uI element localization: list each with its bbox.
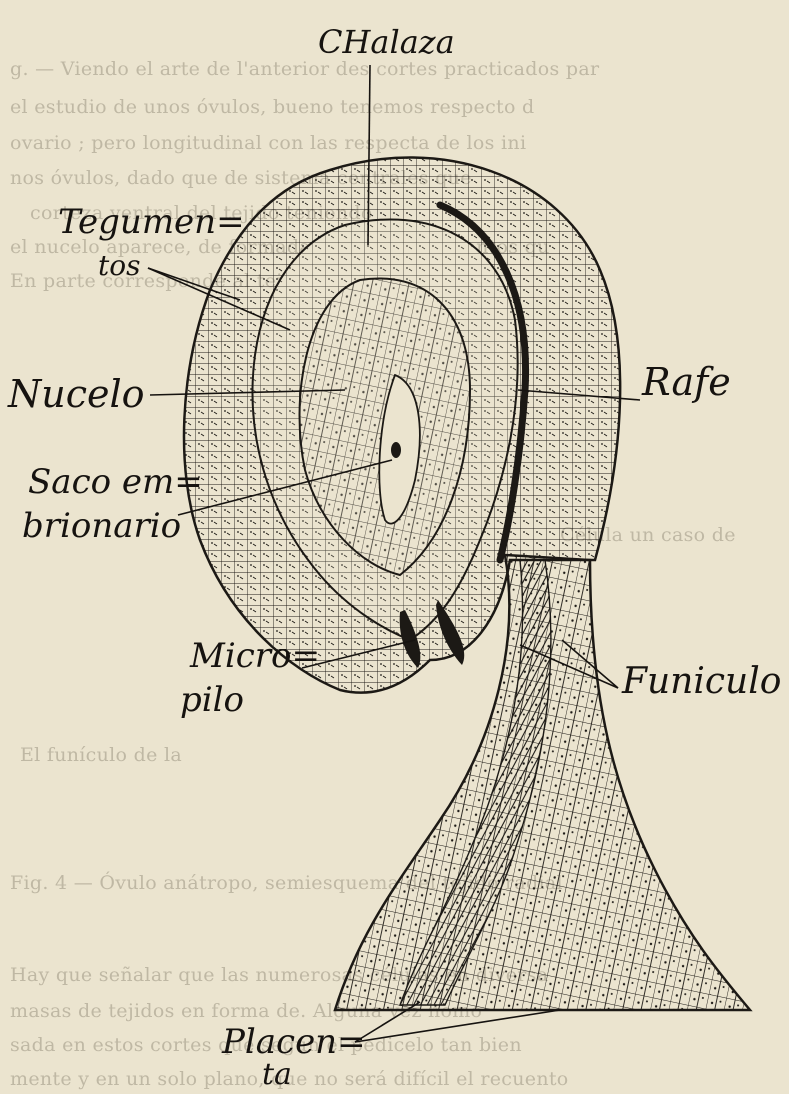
label-placenta: Placen=	[222, 1022, 366, 1062]
label-placenta-cont: ta	[262, 1058, 292, 1092]
label-saco-embrionario-cont: brionario	[22, 506, 181, 546]
label-tegumentos: Tegumen=	[58, 202, 245, 242]
label-tegumentos-cont: tos	[98, 246, 140, 286]
label-micropilo: Micro=	[190, 636, 320, 676]
leader-placenta-2	[355, 1010, 560, 1042]
embryo-sac-nucleus	[391, 442, 401, 458]
label-micropilo-cont: pilo	[180, 680, 244, 720]
label-funiculo: Funiculo	[622, 662, 781, 702]
label-chalaza: CHalaza	[318, 22, 455, 62]
label-saco-embrionario: Saco em=	[28, 462, 203, 502]
label-rafe: Rafe	[642, 362, 731, 402]
label-nucelo: Nucelo	[8, 374, 145, 414]
